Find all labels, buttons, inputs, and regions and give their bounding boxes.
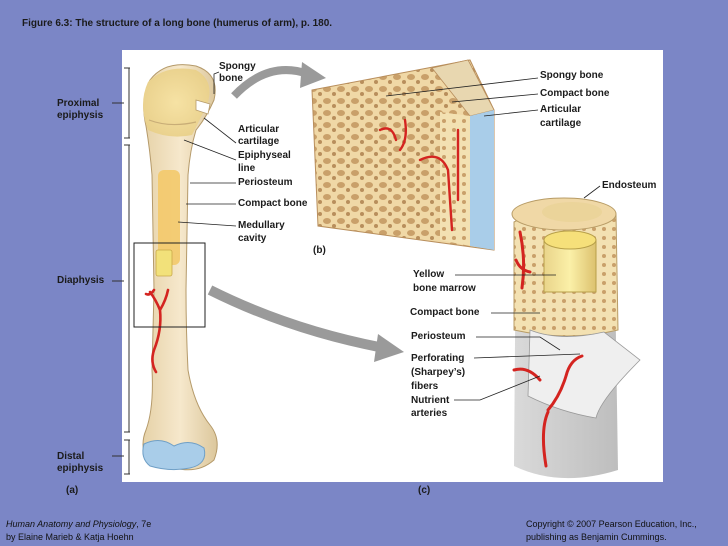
label-distal-epiphysis-1: Distal — [57, 451, 85, 462]
region-brackets — [112, 67, 130, 475]
footer-authors: by Elaine Marieb & Katja Hoehn — [6, 532, 134, 542]
label-spongy-bone-1: Spongy — [219, 61, 256, 72]
label-perforating-3: fibers — [411, 381, 439, 392]
label-b-compact-bone: Compact bone — [540, 88, 610, 99]
zoom-box — [133, 242, 206, 328]
panel-a-label: (a) — [66, 485, 79, 496]
label-perforating-2: (Sharpey’s) — [411, 367, 466, 378]
label-epiphyseal-line-2: line — [238, 163, 256, 174]
label-epiphyseal-line-1: Epiphyseal — [238, 150, 291, 161]
label-nutrient-arteries-2: arteries — [411, 408, 448, 419]
footer-book-line: Human Anatomy and Physiology, 7e — [6, 518, 151, 530]
figure-title: Figure 6.3: The structure of a long bone… — [22, 18, 333, 29]
label-perforating-1: Perforating — [411, 353, 465, 364]
label-medullary-cavity-1: Medullary — [238, 220, 285, 231]
label-b-spongy-bone: Spongy bone — [540, 70, 604, 81]
label-articular-cartilage-1: Articular — [238, 124, 280, 135]
footer-copyright-2: publishing as Benjamin Cummings. — [526, 532, 667, 542]
spongy-bone-block — [311, 59, 495, 251]
label-proximal-epiphysis-1: Proximal — [57, 98, 100, 109]
label-c-compact-bone: Compact bone — [410, 307, 480, 318]
footer-book-title: Human Anatomy and Physiology — [6, 519, 137, 529]
zoom-arrows — [207, 62, 404, 362]
label-endosteum: Endosteum — [602, 180, 657, 191]
label-spongy-bone-2: bone — [219, 73, 243, 84]
label-distal-epiphysis-2: epiphysis — [57, 463, 104, 474]
panel-b-label: (b) — [313, 245, 326, 256]
label-yellow-marrow-2: bone marrow — [413, 283, 476, 294]
label-medullary-cavity-2: cavity — [238, 233, 267, 244]
label-proximal-epiphysis-2: epiphysis — [57, 110, 104, 121]
label-yellow-marrow-1: Yellow — [413, 269, 445, 280]
label-articular-cartilage-2: cartilage — [238, 136, 280, 147]
compact-bone-cylinder — [511, 197, 641, 479]
label-c-periosteum: Periosteum — [411, 331, 466, 342]
panel-c-label: (c) — [418, 485, 431, 496]
label-compact-bone: Compact bone — [238, 198, 308, 209]
humerus-bone — [142, 64, 218, 471]
label-b-articular-cartilage-2: cartilage — [540, 118, 582, 129]
footer-copyright-1: Copyright © 2007 Pearson Education, Inc.… — [526, 519, 697, 529]
footer-edition: , 7e — [136, 519, 152, 529]
label-periosteum: Periosteum — [238, 177, 293, 188]
label-b-articular-cartilage-1: Articular — [540, 104, 582, 115]
label-nutrient-arteries-1: Nutrient — [411, 395, 450, 406]
leader-lines — [177, 71, 601, 401]
label-diaphysis: Diaphysis — [57, 275, 105, 286]
